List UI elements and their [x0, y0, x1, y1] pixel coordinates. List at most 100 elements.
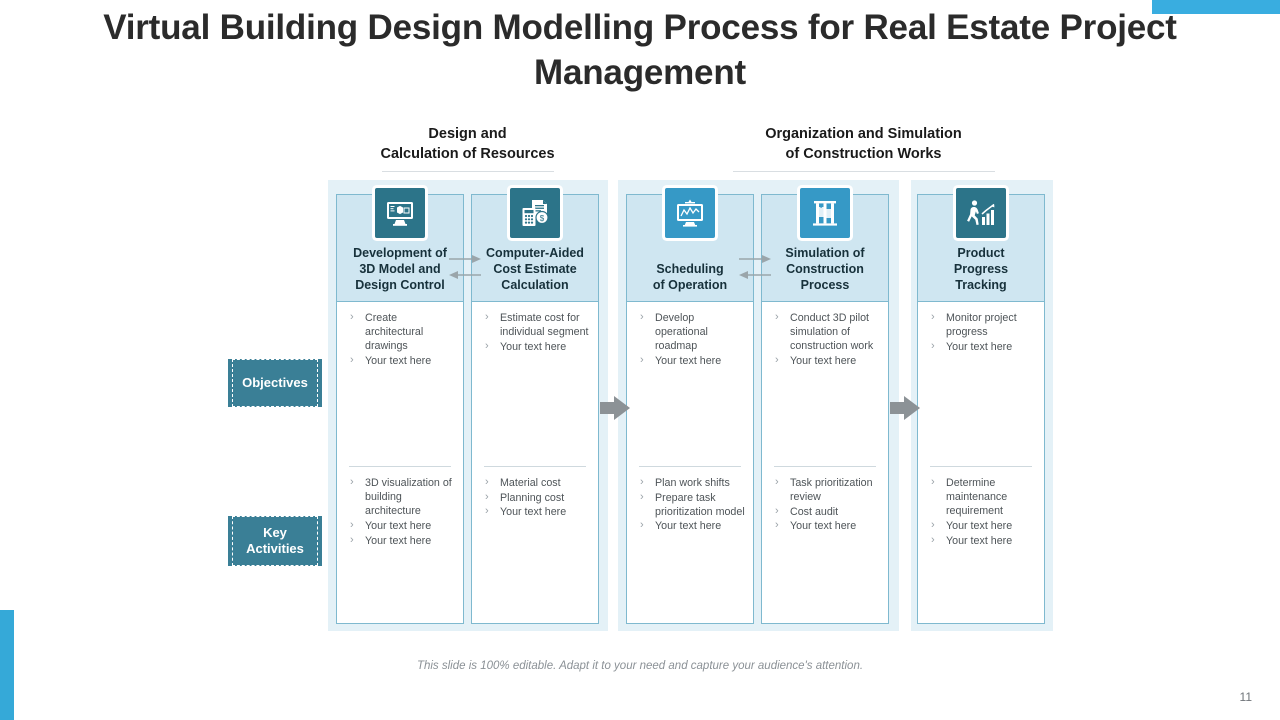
card-objectives-section: Create architectural drawings Your text … — [337, 302, 463, 466]
construction-crane-icon — [800, 188, 850, 238]
key-activities-list: Plan work shifts Prepare task prioritiza… — [635, 475, 747, 534]
key-activities-list: 3D visualization of building architectur… — [345, 475, 457, 548]
card-key-activities-section: Plan work shifts Prepare task prioritiza… — [627, 467, 753, 623]
section-divider — [930, 466, 1032, 467]
process-card-computer-aided-cost-estimate[interactable]: Computer-Aided Cost Estimate Calculation… — [471, 194, 599, 624]
objectives-list: Develop operational roadmap Your text he… — [635, 310, 747, 368]
row-label-key-activities: Key Activities — [228, 516, 322, 566]
list-item: Material cost — [480, 475, 592, 490]
card-title: Simulation of Construction Process — [781, 245, 868, 293]
key-activities-list: Material cost Planning cost Your text he… — [480, 475, 592, 519]
list-item: Your text here — [345, 518, 457, 533]
list-item: Determine maintenance requirement — [926, 475, 1038, 518]
page-title: Virtual Building Design Modelling Proces… — [103, 8, 1177, 92]
group-header-line1: Organization and Simulation — [765, 126, 962, 142]
card-key-activities-section: Material cost Planning cost Your text he… — [472, 467, 598, 623]
row-label-objectives: Objectives — [228, 359, 322, 407]
objectives-list: Create architectural drawings Your text … — [345, 310, 457, 368]
key-activities-list: Task prioritization review Cost audit Yo… — [770, 475, 882, 534]
process-card-product-progress-tracking[interactable]: Product Progress Tracking Monitor projec… — [917, 194, 1045, 624]
group-header-organization-and-simulation: Organization and Simulation of Construct… — [618, 125, 1109, 173]
section-divider — [639, 466, 741, 467]
section-divider — [349, 466, 451, 467]
list-item: Plan work shifts — [635, 475, 747, 490]
objectives-list: Monitor project progress Your text here — [926, 310, 1038, 354]
card-title-line: Progress — [953, 262, 1009, 276]
objectives-list: Conduct 3D pilot simulation of construct… — [770, 310, 882, 368]
list-item: Your text here — [770, 518, 882, 533]
section-divider — [774, 466, 876, 467]
bidirectional-connector-2 — [737, 252, 773, 286]
list-item: Create architectural drawings — [345, 310, 457, 353]
list-item: 3D visualization of building architectur… — [345, 475, 457, 518]
card-title-line: Computer-Aided — [486, 246, 584, 260]
section-divider — [484, 466, 586, 467]
card-title-line: Cost Estimate — [493, 262, 577, 276]
list-item: Your text here — [770, 353, 882, 368]
card-body: Estimate cost for individual segment You… — [472, 302, 598, 623]
list-item: Your text here — [480, 504, 592, 519]
list-item: Task prioritization review — [770, 475, 882, 504]
objectives-list: Estimate cost for individual segment You… — [480, 310, 592, 354]
bidirectional-connector-1 — [447, 252, 483, 286]
process-card-scheduling-of-operation[interactable]: Scheduling of Operation Develop operatio… — [626, 194, 754, 624]
footer-note: This slide is 100% editable. Adapt it to… — [416, 660, 864, 672]
card-title-line: Development of — [353, 246, 447, 260]
card-title-line: 3D Model and — [359, 262, 441, 276]
card-body: Conduct 3D pilot simulation of construct… — [762, 302, 888, 623]
list-item: Your text here — [345, 532, 457, 548]
card-objectives-section: Develop operational roadmap Your text he… — [627, 302, 753, 466]
card-key-activities-section: 3D visualization of building architectur… — [337, 467, 463, 623]
list-item: Develop operational roadmap — [635, 310, 747, 353]
card-body: Monitor project progress Your text here … — [918, 302, 1044, 623]
row-label-line1: Key — [263, 525, 287, 541]
list-item: Your text here — [635, 353, 747, 368]
decorative-bar-top-right — [1152, 0, 1280, 14]
calculator-invoice-icon: $ — [510, 188, 560, 238]
card-objectives-section: Conduct 3D pilot simulation of construct… — [762, 302, 888, 466]
row-label-line2: Activities — [246, 541, 304, 556]
card-title: Scheduling of Operation — [649, 261, 731, 293]
card-title: Computer-Aided Cost Estimate Calculation — [482, 245, 588, 293]
list-item: Cost audit — [770, 504, 882, 519]
group-header-line1: Design and — [428, 126, 507, 142]
step-arrow-icon-2 — [890, 394, 920, 422]
process-card-simulation-of-construction-process[interactable]: Simulation of Construction Process Condu… — [761, 194, 889, 624]
list-item: Your text here — [926, 518, 1038, 533]
list-item: Planning cost — [480, 490, 592, 505]
card-body: Create architectural drawings Your text … — [337, 302, 463, 623]
card-title-line: of Operation — [652, 278, 728, 292]
svg-text:$: $ — [540, 214, 545, 223]
card-title-line: Process — [800, 278, 850, 292]
list-item: Your text here — [926, 339, 1038, 354]
list-item: Monitor project progress — [926, 310, 1038, 339]
card-title-line: Product — [957, 246, 1005, 260]
card-title: Development of 3D Model and Design Contr… — [349, 245, 451, 293]
card-objectives-section: Estimate cost for individual segment You… — [472, 302, 598, 466]
card-key-activities-section: Determine maintenance requirement Your t… — [918, 467, 1044, 623]
card-title-line: Calculation — [501, 278, 569, 292]
list-item: Your text here — [926, 532, 1038, 548]
process-card-development-of-3d-model[interactable]: Development of 3D Model and Design Contr… — [336, 194, 464, 624]
key-activities-list: Determine maintenance requirement Your t… — [926, 475, 1038, 548]
card-body: Develop operational roadmap Your text he… — [627, 302, 753, 623]
list-item: Your text here — [345, 353, 457, 368]
list-item: Prepare task prioritization model — [635, 490, 747, 519]
card-title-line: Scheduling — [656, 262, 724, 276]
card-title-line: Simulation of — [785, 246, 865, 260]
list-item: Conduct 3D pilot simulation of construct… — [770, 310, 882, 353]
page-number: 11 — [1239, 690, 1252, 704]
monitor-chart-icon — [665, 188, 715, 238]
step-arrow-icon-1 — [600, 394, 630, 422]
group-header-rule — [732, 171, 995, 173]
list-item: Your text here — [480, 339, 592, 354]
card-objectives-section: Monitor project progress Your text here — [918, 302, 1044, 466]
card-key-activities-section: Task prioritization review Cost audit Yo… — [762, 467, 888, 623]
card-header: Computer-Aided Cost Estimate Calculation — [472, 195, 598, 302]
monitor-3d-model-icon — [375, 188, 425, 238]
group-header-design-and-calculation: Design and Calculation of Resources — [330, 125, 605, 173]
list-item: Your text here — [635, 518, 747, 533]
card-title-line: Construction — [786, 262, 864, 276]
decorative-bar-left-bottom — [0, 610, 14, 720]
